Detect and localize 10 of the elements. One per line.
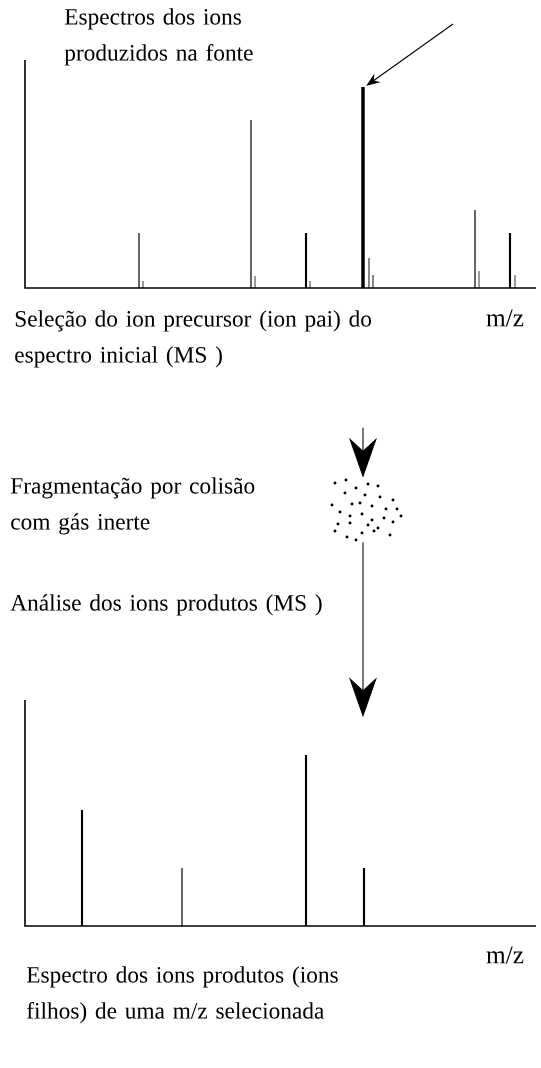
axis-label: m/z xyxy=(486,309,524,327)
caption-text: Fragmentação por colisão com gás inerte xyxy=(10,477,255,535)
gas-cloud-drawing xyxy=(330,478,403,542)
caption-text: Espectros dos ions produzidos na fonte xyxy=(64,8,253,66)
arrow xyxy=(366,23,454,86)
caption-text: Análise dos ions produtos (MS ) xyxy=(10,594,322,616)
axis-label: m/z xyxy=(486,946,524,964)
caption-text: Seleção do ion precursor (ion pai) do espectro inicial (MS ) xyxy=(15,310,372,368)
precursor-peak xyxy=(361,87,365,288)
caption-text: Espectro dos ions produtos (ions filhos) de uma m/z selecionada xyxy=(26,966,338,1024)
